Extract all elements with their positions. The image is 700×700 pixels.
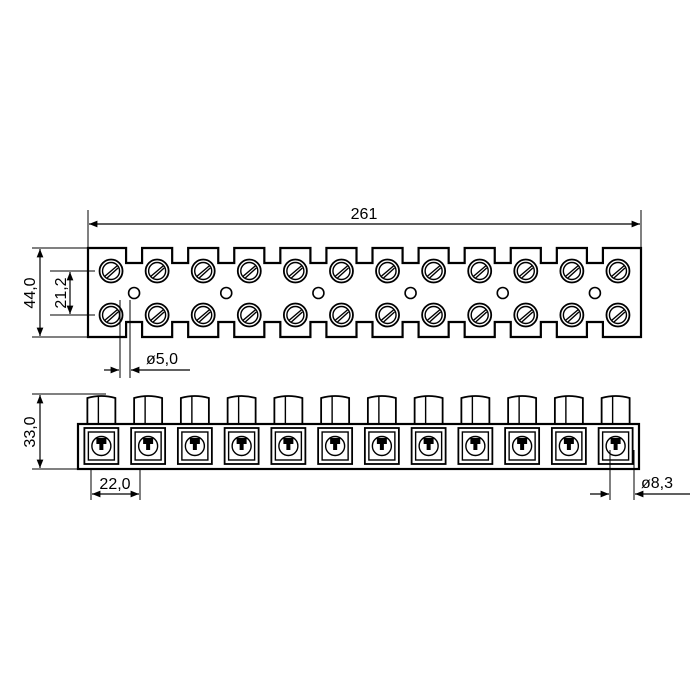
terminal-icon <box>317 395 354 465</box>
side-view <box>76 395 641 471</box>
pitch-label: 22,0 <box>99 476 130 493</box>
screw-icon <box>98 258 124 284</box>
screw-icon <box>190 302 216 328</box>
terminal-icon <box>83 395 120 465</box>
screw-icon <box>236 302 262 328</box>
mount-hole-label: ø5,0 <box>146 351 178 368</box>
side-view-body <box>76 422 641 471</box>
screw-icon <box>329 302 354 328</box>
top-view-screws <box>98 258 631 328</box>
screw-icon <box>236 258 262 284</box>
screw-icon <box>421 258 447 284</box>
screw-icon <box>282 302 308 328</box>
screw-icon <box>375 302 400 328</box>
screw-icon <box>190 258 216 284</box>
top-height-label: 44,0 <box>22 277 39 308</box>
screw-icon <box>329 258 354 284</box>
screw-icon <box>98 302 124 328</box>
screw-icon <box>375 258 400 284</box>
mount-hole-icon <box>404 286 417 300</box>
overall-length-label: 261 <box>351 206 378 223</box>
screw-icon <box>421 302 447 328</box>
terminal-icon <box>223 395 260 465</box>
side-height-label: 33,0 <box>22 416 39 447</box>
wire-hole-label: ø8,3 <box>641 475 673 492</box>
screw-icon <box>144 258 170 284</box>
dimension-screw-spacing: 21,2 <box>50 270 95 316</box>
mount-hole-icon <box>127 286 141 300</box>
top-view-outline <box>86 246 643 339</box>
screw-icon <box>605 258 631 284</box>
terminal-icon <box>457 395 494 465</box>
terminal-icon <box>410 395 447 465</box>
top-view-mount-holes <box>127 286 602 300</box>
screw-icon <box>513 302 539 328</box>
side-view-terminals <box>83 395 634 465</box>
dimension-overall-length: 261 <box>87 206 642 248</box>
mount-hole-icon <box>219 286 233 300</box>
mount-hole-icon <box>496 286 510 300</box>
terminal-icon <box>270 395 307 465</box>
dimension-mount-hole: ø5,0 <box>104 300 190 378</box>
screw-spacing-label: 21,2 <box>53 277 70 308</box>
mount-hole-icon <box>588 286 602 300</box>
dimension-side-height: 33,0 <box>22 393 106 470</box>
mount-hole-icon <box>312 286 325 300</box>
screw-icon <box>559 258 585 284</box>
screw-icon <box>513 258 539 284</box>
dimension-top-height: 44,0 <box>22 247 88 338</box>
top-view <box>86 246 643 339</box>
terminal-icon <box>504 395 541 465</box>
terminal-icon <box>130 395 167 465</box>
screw-icon <box>559 302 585 328</box>
terminal-icon <box>597 395 634 465</box>
dimension-wire-hole: ø8,3 <box>590 450 690 500</box>
screw-icon <box>282 258 308 284</box>
screw-icon <box>467 258 493 284</box>
dimension-pitch: 22,0 <box>90 470 141 500</box>
terminal-icon <box>176 395 213 465</box>
screw-icon <box>144 302 170 328</box>
terminal-icon <box>550 395 587 465</box>
terminal-icon <box>363 395 400 465</box>
screw-icon <box>605 302 631 328</box>
screw-icon <box>467 302 493 328</box>
